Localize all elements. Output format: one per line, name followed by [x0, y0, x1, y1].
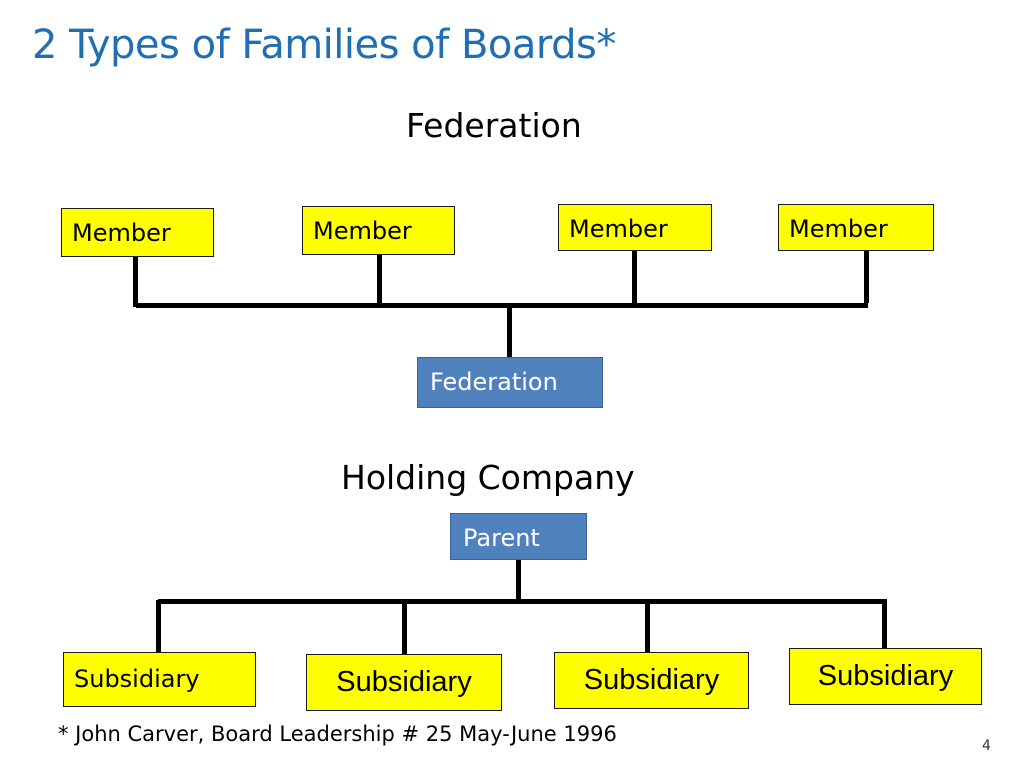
subsidiary-box-2: Subsidiary: [306, 654, 502, 711]
connector-line: [507, 306, 512, 358]
connector-line: [864, 251, 869, 303]
connector-line: [882, 600, 887, 650]
connector-line: [402, 600, 407, 654]
parent-box: Parent: [450, 513, 587, 560]
subsidiary-box-3: Subsidiary: [554, 652, 749, 709]
member-box-4: Member: [778, 204, 934, 251]
connector-line: [645, 600, 650, 654]
subsidiary-box-4: Subsidiary: [789, 648, 982, 705]
connector-line: [133, 257, 138, 307]
member-box-1: Member: [61, 208, 214, 257]
page-number: 4: [982, 738, 991, 754]
connector-line: [156, 600, 161, 654]
slide-title: 2 Types of Families of Boards*: [32, 22, 616, 68]
connector-line: [516, 560, 521, 602]
connector-line: [632, 251, 637, 303]
member-box-2: Member: [302, 206, 455, 255]
footnote: * John Carver, Board Leadership # 25 May…: [58, 722, 617, 746]
federation-box: Federation: [417, 357, 603, 408]
federation-bus-line: [136, 303, 868, 308]
holding-company-heading: Holding Company: [341, 458, 635, 497]
holding-bus-line: [158, 599, 887, 604]
member-box-3: Member: [558, 204, 712, 251]
subsidiary-box-1: Subsidiary: [63, 652, 256, 707]
connector-line: [377, 255, 382, 307]
federation-heading: Federation: [406, 106, 582, 145]
